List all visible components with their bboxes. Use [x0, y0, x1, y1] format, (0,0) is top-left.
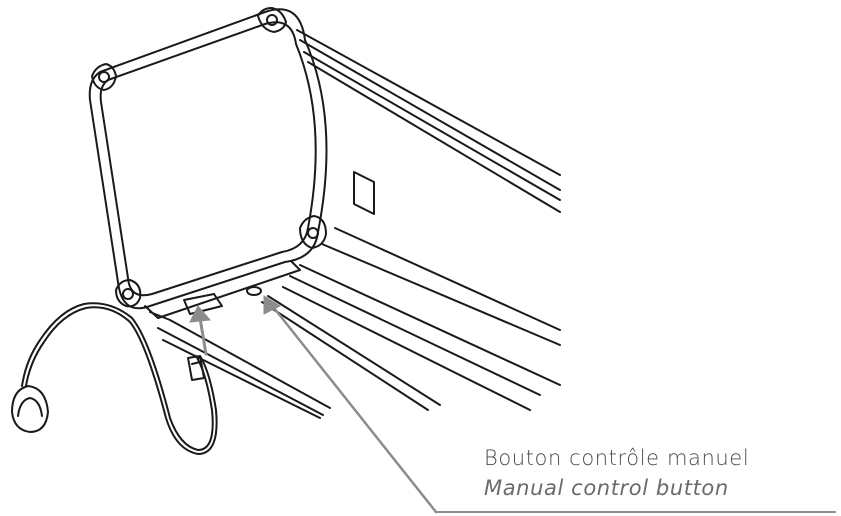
cable-port	[183, 293, 223, 315]
callout-label-french: Bouton contrôle manuel	[484, 446, 750, 470]
screw-top-right	[257, 7, 287, 33]
side-tab	[353, 171, 375, 215]
remote-sensor	[11, 385, 49, 433]
callout-label-english: Manual control button	[484, 476, 729, 500]
bottom-plate	[144, 261, 301, 319]
sensor-cable-inner	[25, 306, 218, 455]
housing-body	[261, 29, 561, 411]
arrow-cable-port	[189, 305, 212, 356]
screw-top-left	[91, 63, 117, 91]
manual-control-button	[246, 286, 262, 296]
cable-connector	[187, 355, 205, 381]
screw-bottom-right	[299, 215, 327, 249]
arrow-manual-button	[263, 295, 836, 514]
lower-rail	[149, 311, 331, 419]
end-cap-inner	[99, 21, 317, 297]
sensor-cable	[21, 302, 214, 451]
screw-bottom-left	[115, 279, 142, 308]
